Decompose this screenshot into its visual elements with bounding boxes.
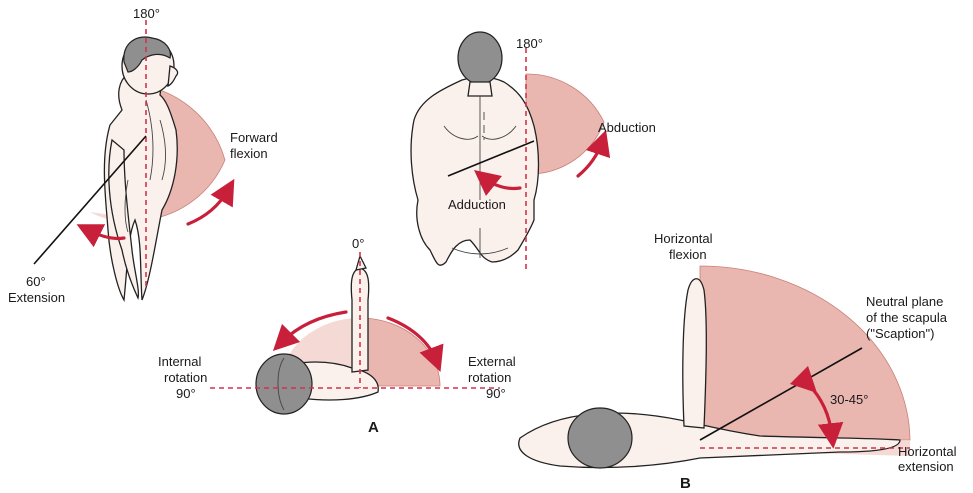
- side-view-figure: 180° Forward flexion 60° Extension: [8, 6, 278, 305]
- neutral-label-line1: Neutral plane: [866, 294, 943, 309]
- horizontal-range-sector: [700, 266, 910, 440]
- scaption-angle-label: 30-45°: [830, 392, 868, 407]
- hflex-label-line2: flexion: [669, 247, 707, 262]
- hext-label-line1: Horizontal: [898, 444, 957, 459]
- internal-angle: 90°: [176, 386, 196, 401]
- extension-angle: 60°: [26, 274, 46, 289]
- abduction-label: Abduction: [598, 120, 656, 135]
- external-angle: 90°: [486, 386, 506, 401]
- adduction-label: Adduction: [448, 197, 506, 212]
- extension-label: Extension: [8, 290, 65, 305]
- back-view-figure: 180° Abduction Adduction: [411, 32, 656, 270]
- neutral-label-line3: ("Scaption"): [866, 326, 934, 341]
- external-label-line1: External: [468, 354, 516, 369]
- horizontal-plane-figure: Horizontal flexion Neutral plane of the …: [519, 231, 957, 492]
- hext-label-line2: extension: [898, 459, 954, 474]
- back-top-angle: 180°: [516, 36, 543, 51]
- panel-a-label: A: [368, 419, 379, 436]
- hflex-label-line1: Horizontal: [654, 231, 713, 246]
- external-label-line2: rotation: [468, 370, 511, 385]
- top-view-figure: 0° Internal rotation 90° External rotati…: [158, 236, 516, 436]
- top-zero-angle: 0°: [352, 236, 364, 251]
- flexion-label-line2: flexion: [230, 146, 268, 161]
- neutral-label-line2: of the scapula: [866, 310, 948, 325]
- internal-label-line2: rotation: [164, 370, 207, 385]
- side-top-angle: 180°: [133, 6, 160, 21]
- internal-label-line1: Internal: [158, 354, 201, 369]
- panel-b-label: B: [680, 475, 691, 492]
- flexion-label-line1: Forward: [230, 130, 278, 145]
